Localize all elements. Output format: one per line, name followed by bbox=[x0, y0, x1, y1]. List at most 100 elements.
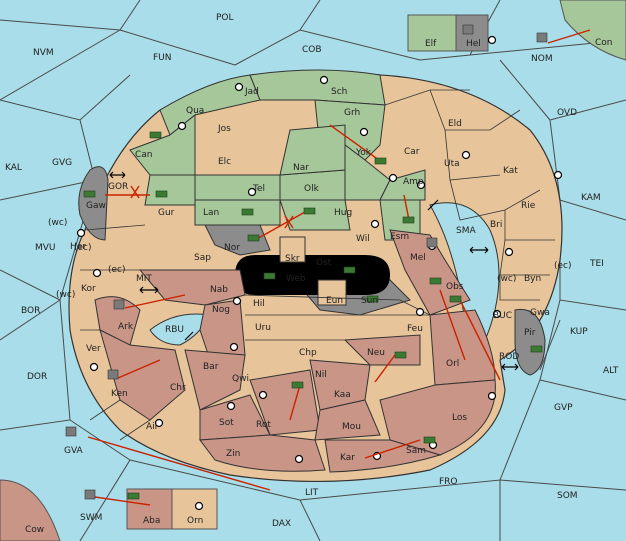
sea-label-OVD[interactable]: OVD bbox=[557, 108, 577, 118]
sea-label-KAL[interactable]: KAL bbox=[5, 163, 22, 173]
land-label-Uta[interactable]: Uta bbox=[444, 159, 460, 169]
land-label-Esm[interactable]: Esm bbox=[390, 232, 409, 242]
land-label-Obs[interactable]: Obs bbox=[446, 282, 464, 292]
sea-label-MIT[interactable]: MIT bbox=[136, 274, 152, 284]
land-label-Rie[interactable]: Rie bbox=[521, 201, 536, 211]
land-label-Grh[interactable]: Grh bbox=[344, 108, 360, 118]
land-label-Aba[interactable]: Aba bbox=[143, 516, 160, 526]
land-label-Can[interactable]: Can bbox=[135, 150, 153, 160]
sea-label-NOM[interactable]: NOM bbox=[531, 54, 553, 64]
sea-label-wc-3[interactable]: (wc) bbox=[497, 274, 516, 284]
sea-label-KUP[interactable]: KUP bbox=[570, 327, 588, 337]
sea-label-FRO[interactable]: FRO bbox=[439, 477, 458, 487]
sea-label-GVP[interactable]: GVP bbox=[554, 403, 573, 413]
land-label-Olk[interactable]: Olk bbox=[304, 184, 320, 194]
sea-label-GVG[interactable]: GVG bbox=[52, 158, 72, 168]
land-label-Ver[interactable]: Ver bbox=[86, 344, 101, 354]
sea-label-MVU[interactable]: MVU bbox=[35, 243, 56, 253]
land-label-Byn[interactable]: Byn bbox=[524, 274, 541, 284]
sea-label-BUC[interactable]: BUC bbox=[493, 311, 512, 321]
land-label-Elf[interactable]: Elf bbox=[425, 39, 437, 49]
sea-label-GOR[interactable]: GOR bbox=[108, 182, 128, 192]
land-label-Yok[interactable]: Yok bbox=[355, 148, 372, 158]
sea-label-ROD[interactable]: ROD bbox=[499, 352, 519, 362]
land-label-Gaw[interactable]: Gaw bbox=[86, 201, 106, 211]
land-label-Mel[interactable]: Mel bbox=[410, 253, 426, 263]
land-label-Qua[interactable]: Qua bbox=[186, 106, 204, 116]
land-label-Kaa[interactable]: Kaa bbox=[334, 390, 351, 400]
land-label-Hel[interactable]: Hel bbox=[466, 39, 481, 49]
sea-label-DAX[interactable]: DAX bbox=[272, 519, 291, 529]
land-label-Web[interactable]: Web bbox=[286, 274, 306, 284]
sea-label-GVA[interactable]: GVA bbox=[64, 446, 84, 456]
land-label-Bri[interactable]: Bri bbox=[490, 220, 502, 230]
land-label-Rot[interactable]: Rot bbox=[256, 420, 271, 430]
sea-label-TEI[interactable]: TEI bbox=[589, 259, 604, 269]
land-label-Kat[interactable]: Kat bbox=[503, 166, 518, 176]
region-Orn[interactable] bbox=[171, 488, 218, 530]
land-label-Nil[interactable]: Nil bbox=[315, 370, 327, 380]
land-label-Nar[interactable]: Nar bbox=[293, 163, 309, 173]
land-label-Sun[interactable]: Sun bbox=[361, 296, 378, 306]
land-label-Nab[interactable]: Nab bbox=[210, 285, 228, 295]
sea-label-KAM[interactable]: KAM bbox=[581, 193, 601, 203]
land-label-Qwi[interactable]: Qwi bbox=[232, 374, 249, 384]
land-label-Uru[interactable]: Uru bbox=[255, 323, 271, 333]
sea-label-LIT[interactable]: LIT bbox=[305, 488, 319, 498]
land-label-Gwa[interactable]: Gwa bbox=[530, 308, 550, 318]
land-label-Pir[interactable]: Pir bbox=[524, 328, 536, 338]
sea-label-ALT[interactable]: ALT bbox=[603, 366, 619, 376]
land-label-Orl[interactable]: Orl bbox=[446, 359, 459, 369]
land-label-Jad[interactable]: Jad bbox=[244, 87, 259, 97]
land-label-Kar[interactable]: Kar bbox=[340, 453, 355, 463]
land-label-Zin[interactable]: Zin bbox=[226, 449, 240, 459]
land-label-Orn[interactable]: Orn bbox=[187, 516, 203, 526]
land-label-Hug[interactable]: Hug bbox=[334, 208, 352, 218]
land-label-Nog[interactable]: Nog bbox=[212, 305, 230, 315]
land-label-Sot[interactable]: Sot bbox=[219, 418, 234, 428]
region-Elf[interactable] bbox=[407, 14, 457, 52]
sea-label-POL[interactable]: POL bbox=[216, 13, 234, 23]
land-label-Skr[interactable]: Skr bbox=[285, 254, 300, 264]
sea-label-ec-2[interactable]: (ec) bbox=[74, 243, 92, 253]
land-label-Tel[interactable]: Tel bbox=[252, 184, 265, 194]
land-label-Ost[interactable]: Ost bbox=[316, 258, 332, 268]
land-label-Ail[interactable]: Ail bbox=[146, 422, 157, 432]
sea-label-COB[interactable]: COB bbox=[302, 45, 322, 55]
sea-label-SOM[interactable]: SOM bbox=[557, 491, 578, 501]
sea-label-wc-1[interactable]: (wc) bbox=[48, 218, 67, 228]
land-label-Sap[interactable]: Sap bbox=[194, 253, 211, 263]
land-label-Ark[interactable]: Ark bbox=[118, 322, 134, 332]
land-label-Lan[interactable]: Lan bbox=[203, 208, 219, 218]
land-label-Sch[interactable]: Sch bbox=[331, 87, 347, 97]
sea-label-DOR[interactable]: DOR bbox=[27, 372, 47, 382]
sea-label-ec-1[interactable]: (ec) bbox=[108, 265, 126, 275]
land-label-Con[interactable]: Con bbox=[595, 38, 613, 48]
land-label-Sam[interactable]: Sam bbox=[406, 446, 426, 456]
land-label-Neu[interactable]: Neu bbox=[367, 348, 385, 358]
land-label-Nor[interactable]: Nor bbox=[224, 243, 240, 253]
land-label-Los[interactable]: Los bbox=[452, 413, 467, 423]
land-label-Mou[interactable]: Mou bbox=[342, 422, 361, 432]
sea-label-wc-2[interactable]: (wc) bbox=[56, 290, 75, 300]
land-label-Elc[interactable]: Elc bbox=[218, 157, 231, 167]
land-label-Wil[interactable]: Wil bbox=[356, 234, 370, 244]
land-label-Chp[interactable]: Chp bbox=[299, 348, 317, 358]
sea-label-SMA[interactable]: SMA bbox=[456, 226, 476, 236]
land-label-Eun[interactable]: Eun bbox=[326, 296, 343, 306]
sea-label-BOR[interactable]: BOR bbox=[21, 306, 40, 316]
land-label-Gur[interactable]: Gur bbox=[158, 208, 175, 218]
land-label-Kor[interactable]: Kor bbox=[81, 284, 96, 294]
sea-label-ec-3[interactable]: (ec) bbox=[554, 261, 572, 271]
land-label-Car[interactable]: Car bbox=[404, 147, 420, 157]
sea-label-SWM[interactable]: SWM bbox=[80, 513, 102, 523]
land-label-Cow[interactable]: Cow bbox=[25, 525, 44, 535]
land-label-Bar[interactable]: Bar bbox=[203, 362, 219, 372]
land-label-Amp[interactable]: Amp bbox=[403, 177, 424, 187]
sea-label-RBU[interactable]: RBU bbox=[165, 325, 184, 335]
sea-label-NVM[interactable]: NVM bbox=[33, 48, 54, 58]
land-label-Hil[interactable]: Hil bbox=[253, 299, 265, 309]
land-label-Ken[interactable]: Ken bbox=[111, 389, 128, 399]
land-label-Chr[interactable]: Chr bbox=[170, 383, 186, 393]
land-label-Her[interactable]: Her bbox=[70, 242, 86, 252]
